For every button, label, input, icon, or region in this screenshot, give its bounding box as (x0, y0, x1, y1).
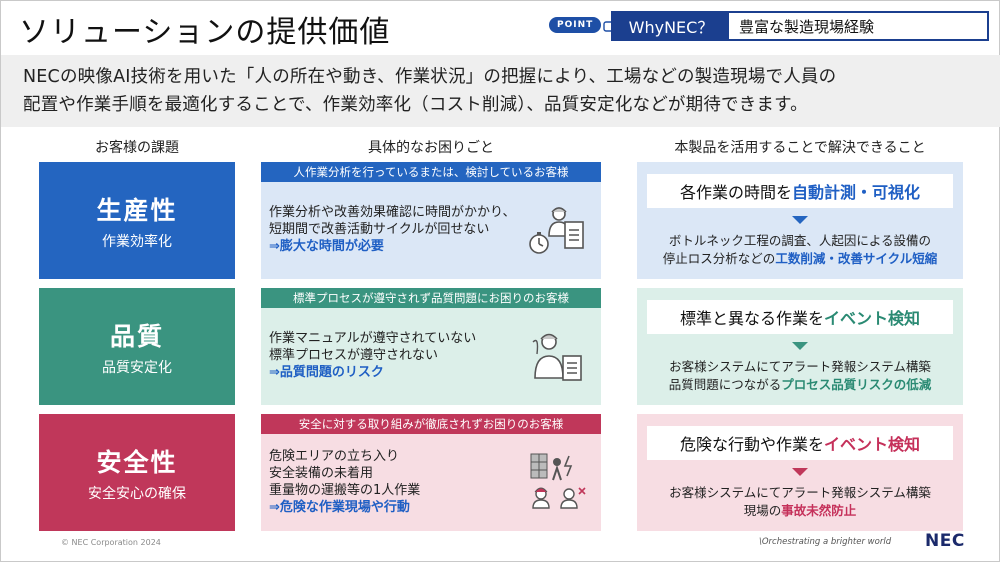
solution-desc-line: 品質問題につながるプロセス品質リスクの低減 (637, 376, 963, 394)
point-label: POINT (549, 17, 602, 33)
arrow-down-icon (792, 342, 808, 350)
arrow-down-icon (792, 216, 808, 224)
category-productivity: 生産性 作業効率化 (39, 162, 235, 279)
solution-desc-line: お客様システムにてアラート発報システム構築 (669, 359, 931, 374)
intro-line-1: NECの映像AI技術を用いた「人の所在や動き、作業状況」の把握により、工場などの… (23, 67, 837, 87)
problem-line: 安全装備の未着用 (269, 466, 374, 481)
intro-line-2: 配置や作業手順を最適化することで、作業効率化（コスト削減）、品質安定化などが期待… (23, 95, 808, 115)
category-sub: 品質安定化 (102, 359, 172, 376)
why-nec-label: WhyNEC？ (613, 13, 729, 39)
category-safety: 安全性 安全安心の確保 (39, 414, 235, 531)
problem-emphasis: ⇒膨大な時間が必要 (269, 239, 384, 254)
problem-bar: 標準プロセスが遵守されず品質問題にお困りのお客様 (261, 288, 601, 308)
solution-desc-text: 品質問題につながる (668, 377, 782, 392)
problem-line: 短期間で改善活動サイクルが回せない (269, 222, 490, 237)
tagline: \Orchestrating a brighter world (759, 537, 892, 547)
solution-headline: 各作業の時間を自動計測・可視化 (647, 174, 953, 208)
column-header-issues: お客様の課題 (95, 140, 179, 156)
solution-headline: 危険な行動や作業をイベント検知 (647, 426, 953, 460)
solution-desc-text: 停止ロス分析などの (662, 251, 776, 266)
solution-desc-text: 現場の (743, 503, 782, 518)
solution-desc-line: 現場の事故未然防止 (637, 502, 963, 520)
solution-headline-accent: イベント検知 (824, 309, 921, 328)
nec-logo: NEC (925, 531, 965, 551)
problem-emphasis: ⇒品質問題のリスク (269, 365, 384, 380)
solution-desc-line: ボトルネック工程の調査、人起因による設備の (668, 233, 932, 248)
problem-lines: 作業分析や改善効果確認に時間がかかり、 短期間で改善活動サイクルが回せない ⇒膨… (269, 204, 515, 255)
solution-desc-accent: 工数削減・改善サイクル短縮 (775, 251, 938, 266)
solution-headline-text: 危険な行動や作業を (679, 435, 824, 454)
problem-bar: 安全に対する取り組みが徹底されずお困りのお客様 (261, 414, 601, 434)
problem-body: 作業分析や改善効果確認に時間がかかり、 短期間で改善活動サイクルが回せない ⇒膨… (261, 182, 601, 279)
problem-body: 作業マニュアルが遵守されていない 標準プロセスが遵守されない ⇒品質問題のリスク (261, 308, 601, 405)
hazard-worker-icon (530, 453, 586, 509)
category-name: 安全性 (96, 447, 178, 477)
solution-headline: 標準と異なる作業をイベント検知 (647, 300, 953, 334)
problem-card-quality: 標準プロセスが遵守されず品質問題にお困りのお客様 作業マニュアルが遵守されていな… (261, 288, 601, 405)
solution-desc-accent: 事故未然防止 (781, 503, 857, 518)
solution-description: お客様システムにてアラート発報システム構築 品質問題につながるプロセス品質リスク… (637, 358, 963, 394)
problem-lines: 危険エリアの立ち入り 安全装備の未着用 重量物の運搬等の1人作業 ⇒危険な作業現… (269, 448, 420, 516)
solution-card-safety: 危険な行動や作業をイベント検知 お客様システムにてアラート発報システム構築 現場… (637, 414, 963, 531)
solution-headline-accent: イベント検知 (824, 435, 921, 454)
problem-line: 作業マニュアルが遵守されていない (269, 331, 477, 346)
category-sub: 安全安心の確保 (88, 485, 186, 502)
arrow-down-icon (792, 468, 808, 476)
solution-description: お客様システムにてアラート発報システム構築 現場の事故未然防止 (637, 484, 963, 520)
problem-card-productivity: 人作業分析を行っているまたは、検討しているお客様 作業分析や改善効果確認に時間が… (261, 162, 601, 279)
solution-desc-line: お客様システムにてアラート発報システム構築 (669, 485, 931, 500)
category-name: 生産性 (96, 195, 178, 225)
intro-text: NECの映像AI技術を用いた「人の所在や動き、作業状況」の把握により、工場などの… (1, 55, 1000, 127)
problem-line: 作業分析や改善効果確認に時間がかかり、 (269, 205, 516, 220)
solution-card-productivity: 各作業の時間を自動計測・可視化 ボトルネック工程の調査、人起因による設備の 停止… (637, 162, 963, 279)
solution-headline-text: 標準と異なる作業を (679, 309, 824, 328)
problem-lines: 作業マニュアルが遵守されていない 標準プロセスが遵守されない ⇒品質問題のリスク (269, 330, 476, 381)
problem-emphasis: ⇒危険な作業現場や行動 (269, 500, 410, 515)
why-nec-value: 豊富な製造現場経験 (729, 13, 987, 39)
problem-body: 危険エリアの立ち入り 安全装備の未着用 重量物の運搬等の1人作業 ⇒危険な作業現… (261, 434, 601, 531)
page-title: ソリューションの提供価値 (19, 15, 391, 50)
problem-line: 重量物の運搬等の1人作業 (269, 483, 421, 498)
solution-card-quality: 標準と異なる作業をイベント検知 お客様システムにてアラート発報システム構築 品質… (637, 288, 963, 405)
copyright: © NEC Corporation 2024 (61, 538, 161, 547)
why-nec-box: WhyNEC？ 豊富な製造現場経験 (611, 11, 989, 41)
solution-desc-accent: プロセス品質リスクの低減 (781, 377, 932, 392)
problem-bar: 人作業分析を行っているまたは、検討しているお客様 (261, 162, 601, 182)
solution-headline-text: 各作業の時間を (679, 183, 792, 202)
category-name: 品質 (109, 321, 164, 351)
problem-line: 標準プロセスが遵守されない (269, 348, 439, 363)
category-sub: 作業効率化 (102, 233, 172, 250)
worker-checklist-icon (532, 333, 582, 381)
solution-headline-accent: 自動計測・可視化 (792, 183, 921, 202)
problem-card-safety: 安全に対する取り組みが徹底されずお困りのお客様 危険エリアの立ち入り 安全装備の… (261, 414, 601, 531)
problem-line: 危険エリアの立ち入り (269, 449, 400, 464)
column-header-solutions: 本製品を活用することで解決できること (674, 140, 926, 156)
column-header-problems: 具体的なお困りごと (368, 140, 494, 156)
solution-description: ボトルネック工程の調査、人起因による設備の 停止ロス分析などの工数削減・改善サイ… (637, 232, 963, 268)
stopwatch-worker-icon (529, 207, 584, 254)
category-quality: 品質 品質安定化 (39, 288, 235, 405)
solution-desc-line: 停止ロス分析などの工数削減・改善サイクル短縮 (637, 250, 963, 268)
